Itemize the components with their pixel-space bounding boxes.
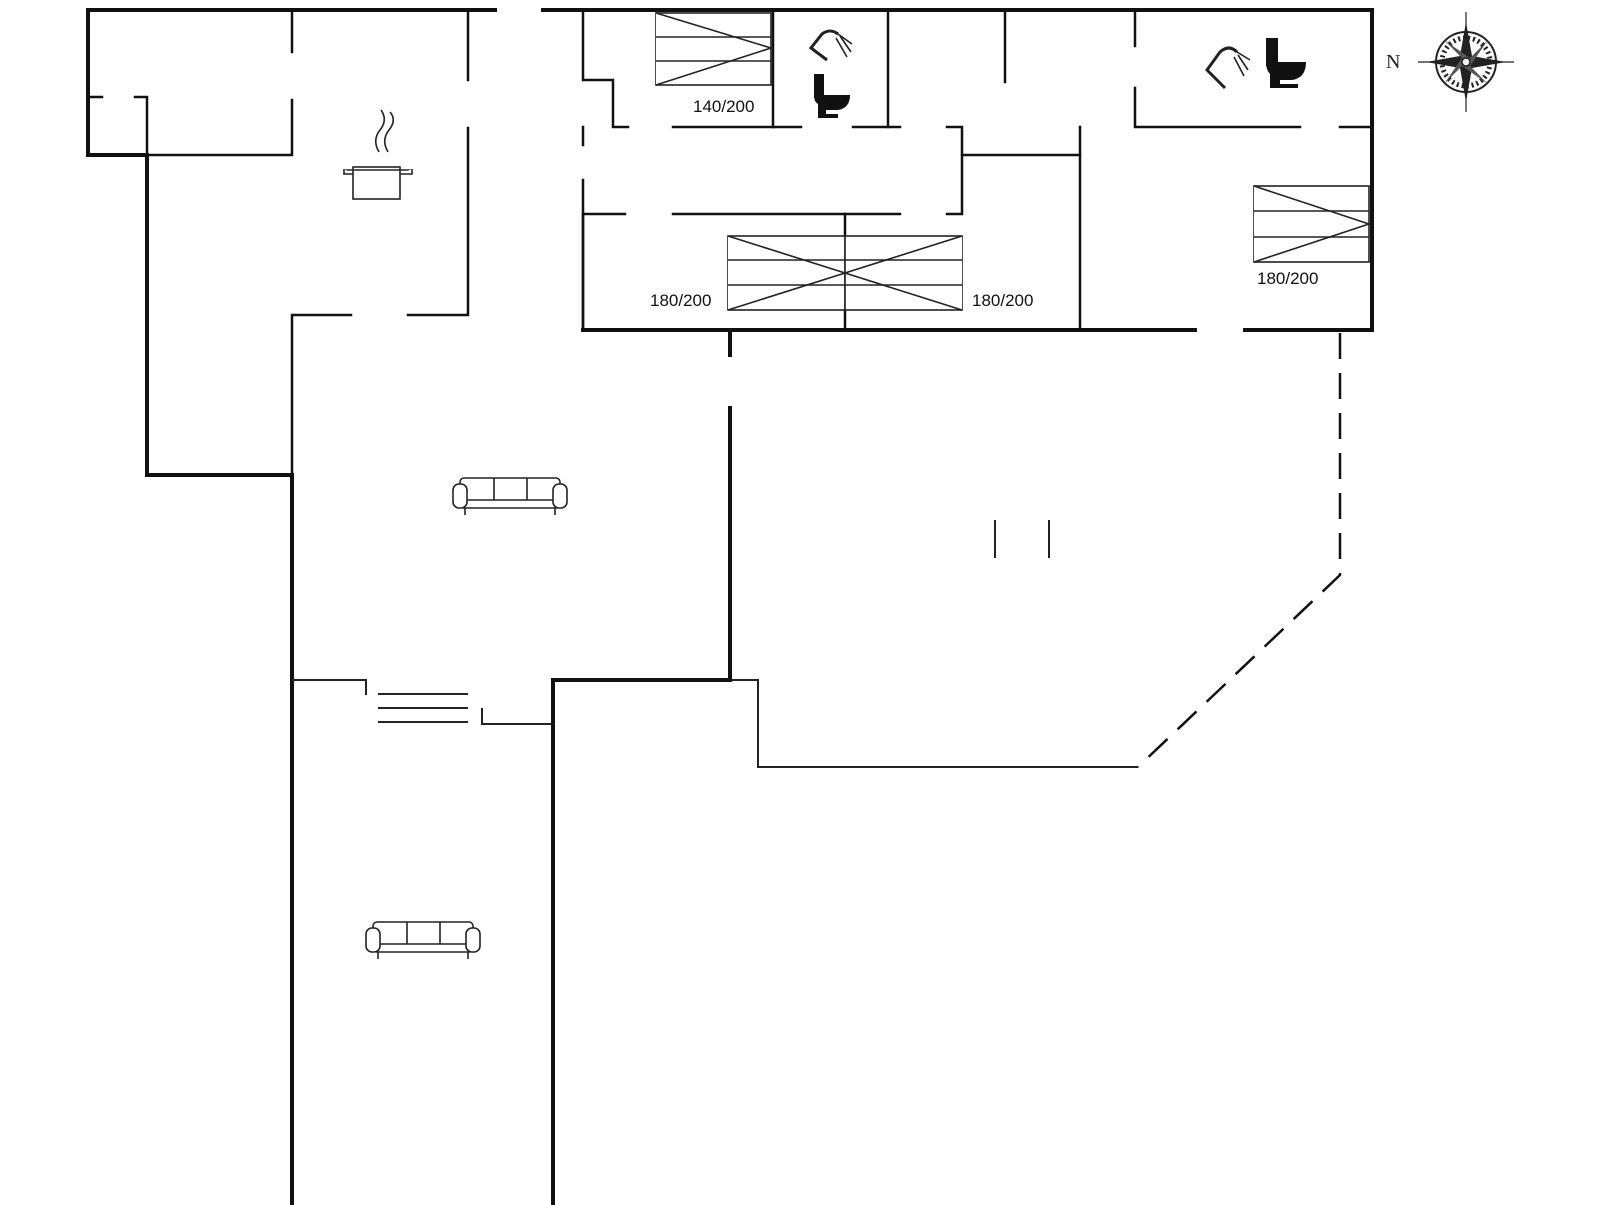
sofa-icon [452,477,568,515]
bed-2-size-label: 180/200 [650,291,711,310]
bed-1-size-label: 140/200 [693,97,754,116]
exterior-walls [86,8,1374,1205]
shower-icon [1205,46,1251,90]
bed-4: 180/200 [1253,185,1372,288]
bed-4-size-label: 180/200 [1257,269,1318,288]
cooking-pot-icon [343,109,413,200]
interior-walls [86,8,1374,768]
shower-icon [808,29,853,62]
toilet-icon [814,74,850,118]
bed-2: 180/200 [650,235,848,311]
bed-3-size-label: 180/200 [972,291,1033,310]
toilet-icon [1266,38,1306,88]
bed-3: 180/200 [842,235,1033,311]
sofa-icon [365,921,481,959]
terrace-outline [1137,333,1342,768]
stairs-icon [378,693,468,723]
north-label: N [1386,51,1400,73]
bed-1: 140/200 [655,12,774,116]
compass-rose-icon: N [1386,12,1514,112]
